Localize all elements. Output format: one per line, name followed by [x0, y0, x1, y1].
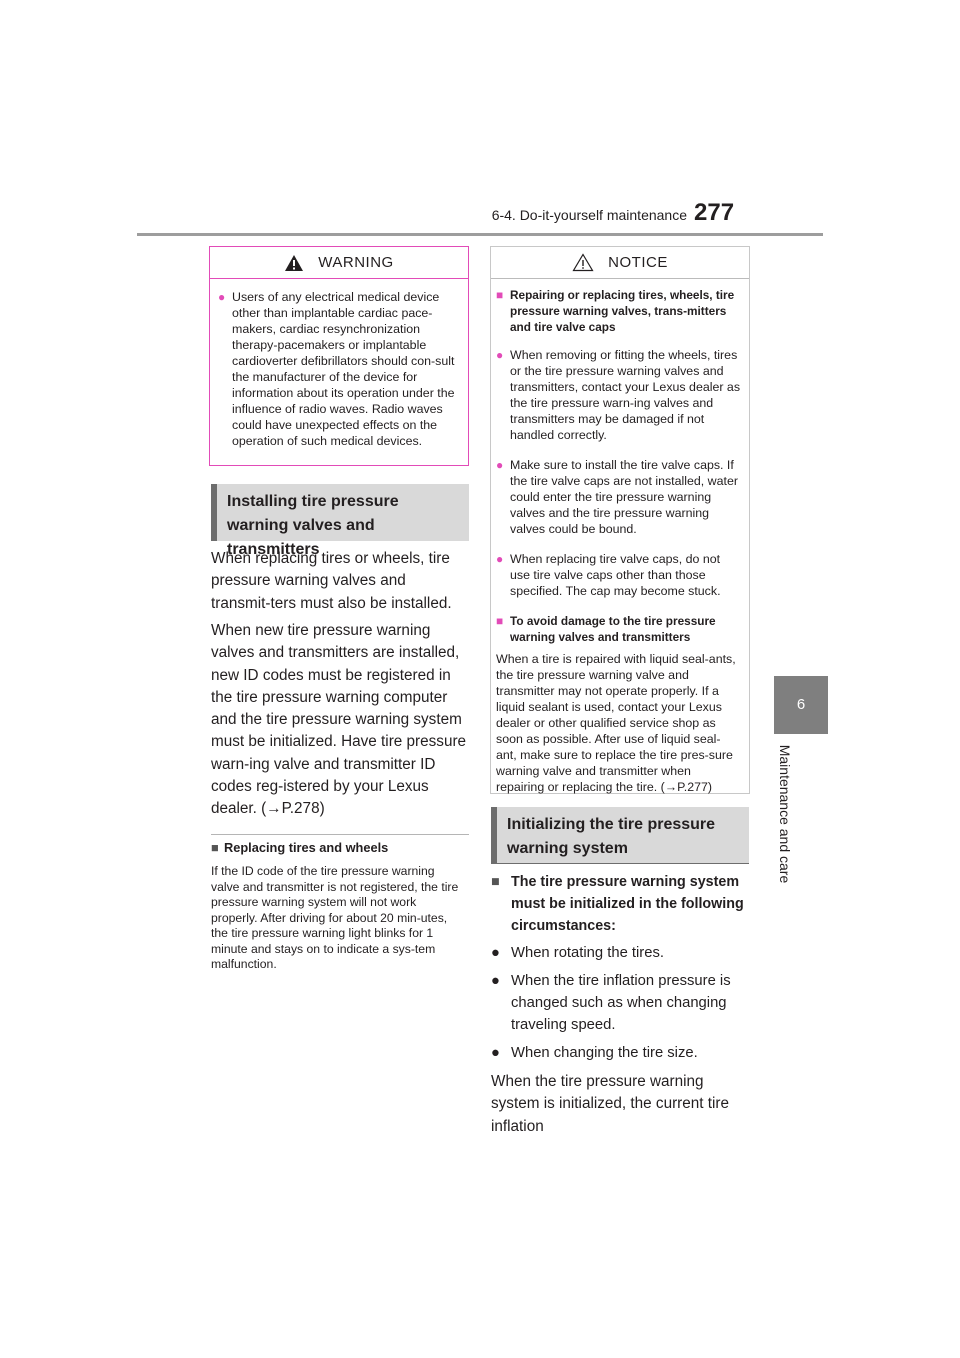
- warning-triangle-icon: [285, 254, 304, 271]
- notice-text: When a tire is repaired with liquid seal…: [496, 652, 736, 794]
- installing-heading: Installing tire pressure warning valves …: [211, 484, 469, 558]
- warning-header: WARNING: [210, 247, 468, 279]
- caution-triangle-icon: [572, 253, 594, 272]
- section-title: 6-4. Do-it-yourself maintenance: [491, 207, 687, 223]
- square-bullet-icon: ■: [211, 840, 219, 855]
- notice-item: ● When replacing tire valve caps, do not…: [496, 552, 721, 598]
- warning-item: ● Users of any electrical medical device…: [218, 290, 455, 448]
- notice-box: NOTICE ■ Repairing or replacing tires, w…: [490, 246, 750, 794]
- installing-para-1: When replacing tires or wheels, tire pre…: [211, 550, 452, 612]
- initializing-heading: Initializing the tire pressure warning s…: [491, 807, 749, 864]
- replacing-text: If the ID code of the tire pressure warn…: [211, 864, 459, 971]
- notice-head-1: ■ Repairing or replacing tires, wheels, …: [496, 288, 735, 334]
- bullet-icon: ●: [496, 458, 504, 472]
- initializing-item: ● When the tire inflation pressure is ch…: [491, 970, 763, 1036]
- initializing-item: ● When rotating the tires.: [491, 942, 763, 964]
- initializing-text: When the tire pressure warning system is…: [491, 1073, 730, 1135]
- header-rule: [137, 233, 823, 236]
- notice-title: NOTICE: [608, 254, 668, 271]
- bullet-icon: ●: [496, 348, 504, 362]
- notice-item: ● Make sure to install the tire valve ca…: [496, 458, 738, 536]
- heading-underline: [491, 863, 749, 864]
- disc-bullet-icon: ●: [491, 1045, 500, 1061]
- disc-bullet-icon: ●: [491, 945, 500, 961]
- installing-para-2: When new tire pressure warning valves an…: [211, 622, 467, 818]
- disc-bullet-icon: ●: [491, 973, 500, 989]
- initializing-item: ● When changing the tire size.: [491, 1042, 763, 1064]
- bullet-icon: ●: [218, 290, 226, 304]
- square-bullet-icon: ■: [496, 288, 504, 302]
- chapter-tab: 6: [774, 676, 828, 734]
- square-bullet-icon: ■: [496, 614, 504, 628]
- chapter-label: Maintenance and care: [777, 744, 793, 884]
- divider: [211, 834, 469, 835]
- replacing-heading: ■ Replacing tires and wheels: [211, 840, 389, 855]
- notice-head-2: ■ To avoid damage to the tire pressure w…: [496, 614, 716, 644]
- notice-header: NOTICE: [491, 247, 749, 279]
- bullet-icon: ●: [496, 552, 504, 566]
- warning-title: WARNING: [318, 254, 394, 271]
- warning-box: WARNING ● Users of any electrical medica…: [209, 246, 469, 466]
- initializing-condition-heading: ■ The tire pressure warning system must …: [491, 871, 763, 937]
- notice-item: ● When removing or fitting the wheels, t…: [496, 348, 741, 442]
- square-bullet-icon: ■: [491, 874, 500, 890]
- page-number: 277: [694, 199, 735, 226]
